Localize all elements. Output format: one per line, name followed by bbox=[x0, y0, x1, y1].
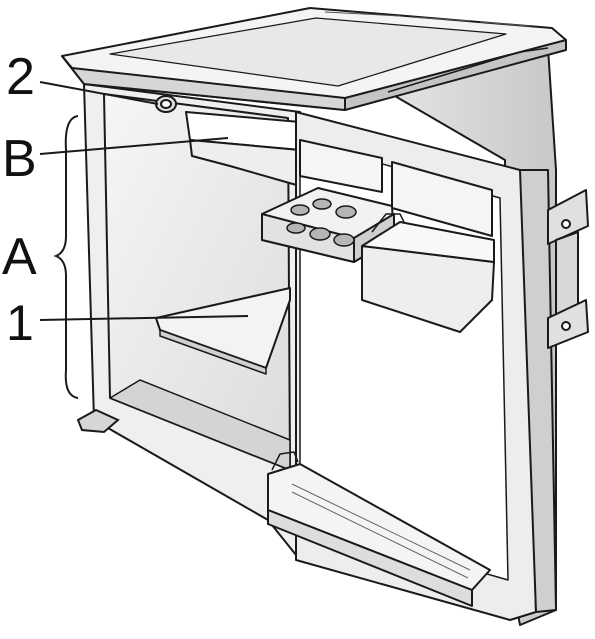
glass-shelf bbox=[155, 287, 291, 375]
label-b: B bbox=[2, 130, 37, 188]
egg-cups bbox=[286, 198, 357, 247]
cabinet-foot bbox=[76, 408, 120, 434]
worktop bbox=[61, 7, 567, 111]
worktop-inner-panel bbox=[109, 17, 507, 87]
label-1: 1 bbox=[6, 295, 34, 351]
door-edge bbox=[519, 169, 557, 613]
worktop-right-panel bbox=[387, 47, 549, 93]
door-bottom-bin bbox=[267, 451, 491, 607]
vent-slots bbox=[324, 11, 531, 27]
label-a: A bbox=[2, 228, 37, 286]
interior-floor bbox=[109, 379, 291, 471]
bin-ribs bbox=[291, 483, 471, 579]
door-upper-bins bbox=[299, 139, 493, 237]
leader-line-b bbox=[39, 137, 229, 155]
door-handle bbox=[547, 189, 589, 349]
label-2: 2 bbox=[6, 48, 35, 106]
callout-brace-a bbox=[53, 115, 79, 399]
door-middle-bin bbox=[361, 213, 495, 333]
leader-line-1 bbox=[39, 315, 249, 321]
ice-compartment bbox=[185, 111, 301, 187]
leader-line-2 bbox=[39, 81, 159, 105]
thermostat-knob bbox=[155, 95, 177, 113]
